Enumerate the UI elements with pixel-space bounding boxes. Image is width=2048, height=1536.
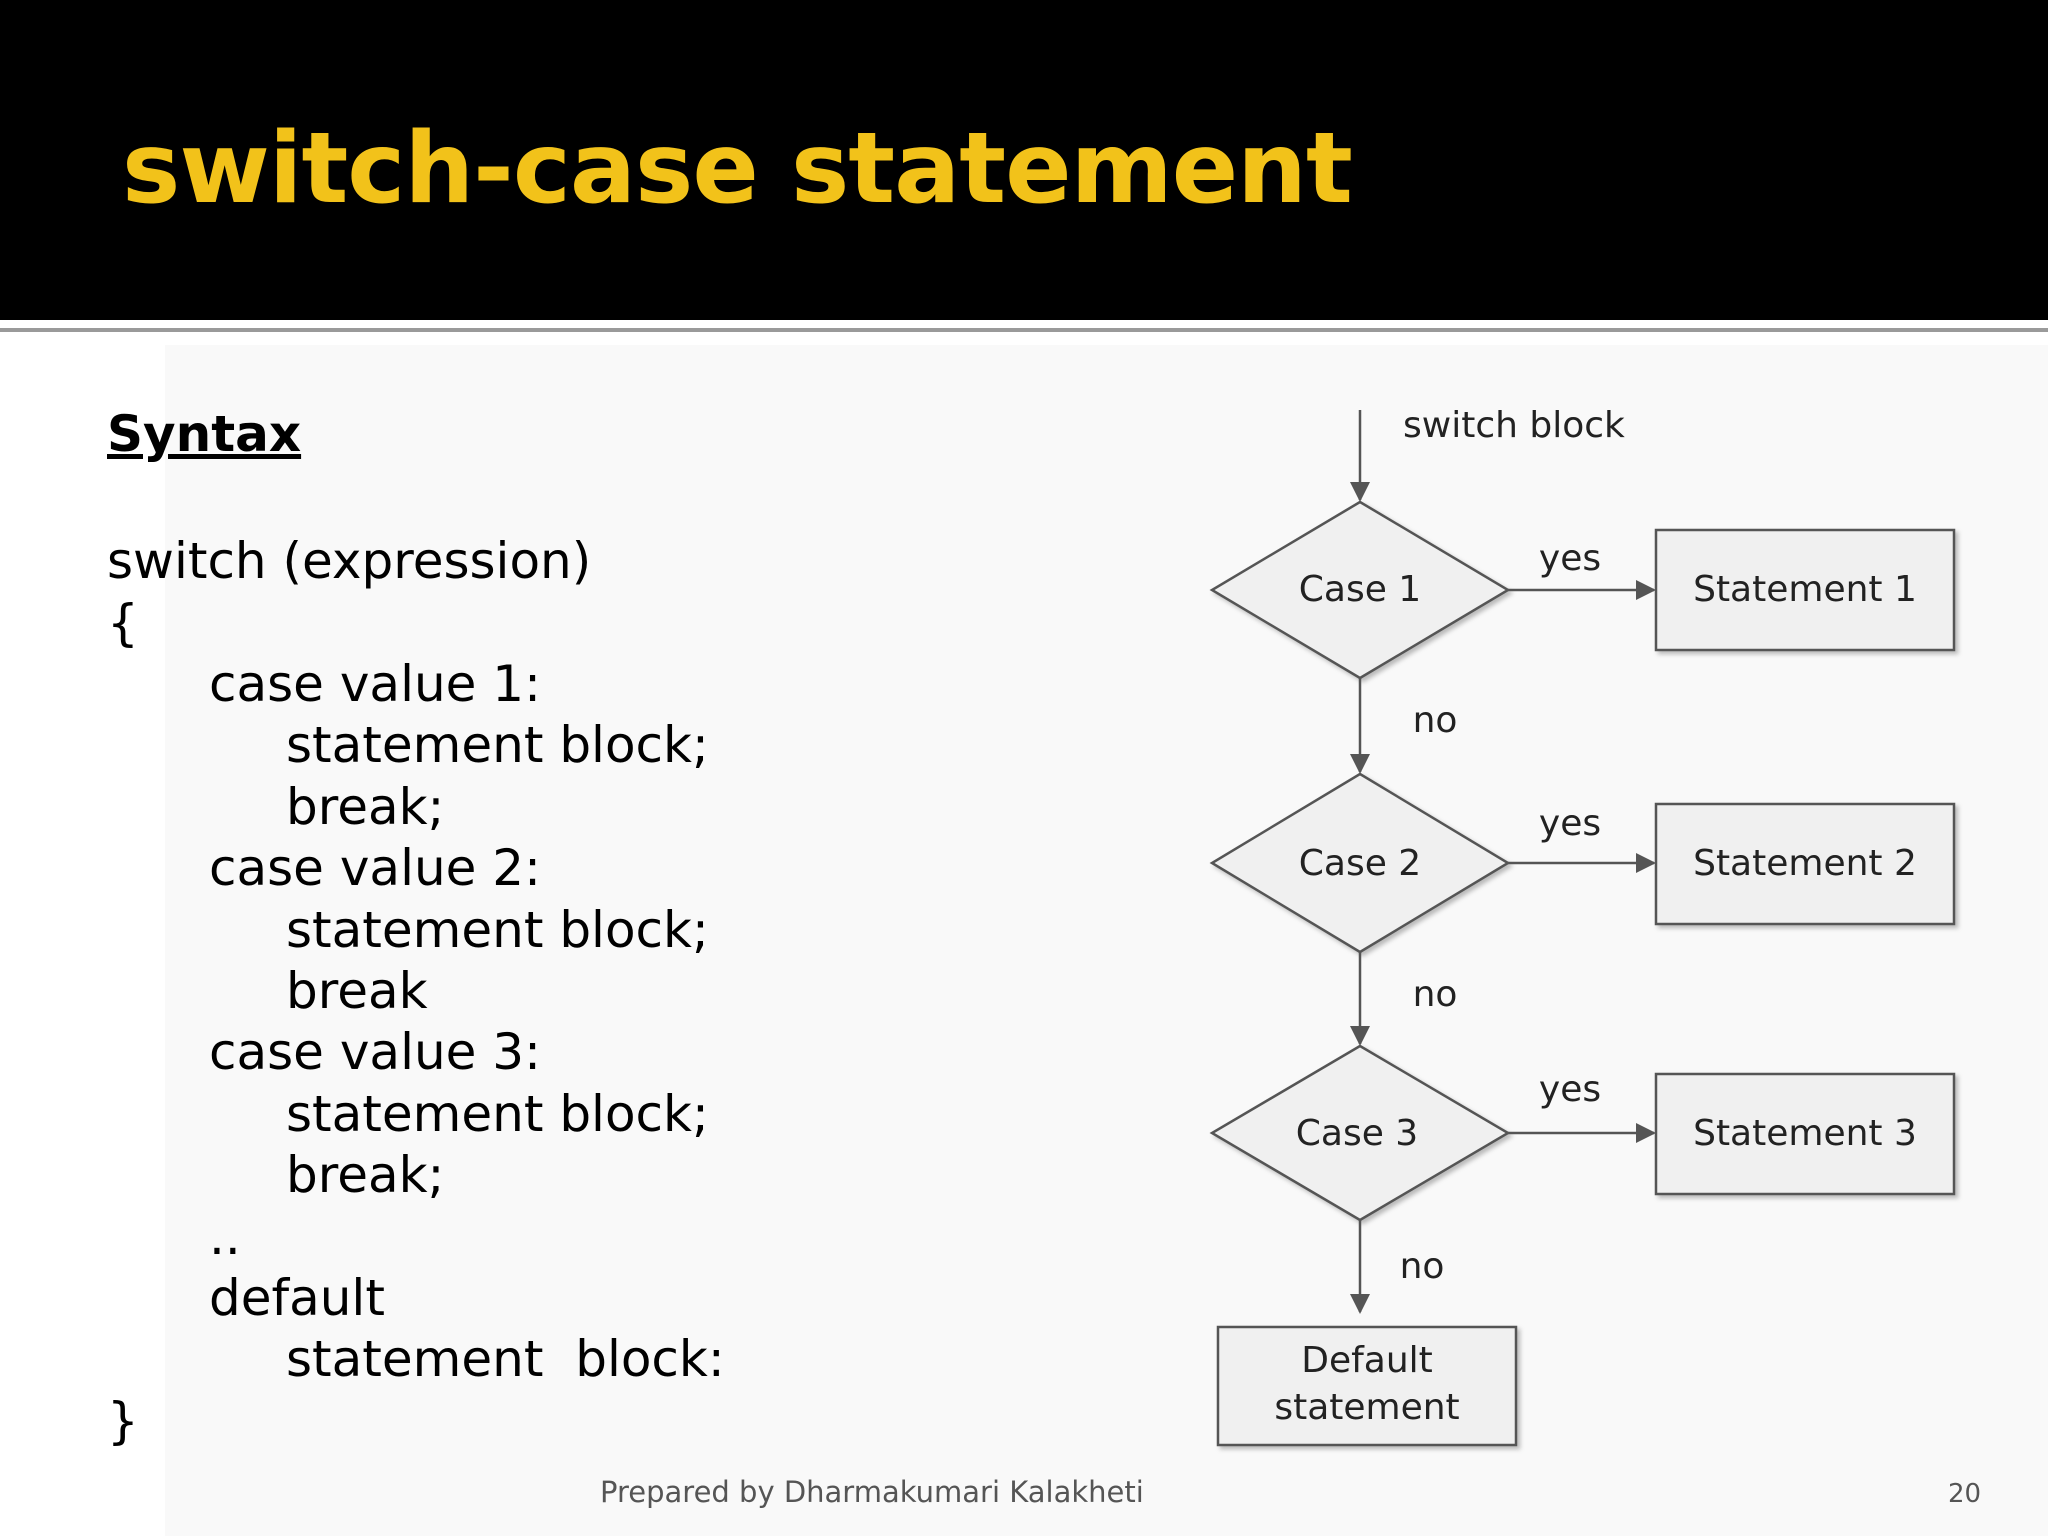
statement-1-box	[1654, 528, 1956, 652]
default-box-line1: Default	[1301, 1340, 1433, 1381]
code-line-case3-break: break;	[286, 1146, 445, 1204]
code-line-switch: switch (expression)	[107, 532, 592, 590]
code-line-open-brace: {	[107, 594, 139, 652]
case-3-no-label: no	[1400, 1246, 1445, 1287]
code-line-ellipsis: ..	[209, 1208, 241, 1266]
title-rule-gray	[0, 328, 2048, 332]
code-line-case2-statement: statement block;	[286, 901, 709, 959]
code-line-default-statement: statement block:	[286, 1330, 725, 1388]
code-line-case2-break: break	[286, 962, 428, 1020]
case-3-group: Case 3 yes Statement 3 no	[1209, 1044, 1956, 1314]
switch-flowchart: switch block Case 1 yes Statement 1 no C…	[1209, 405, 1956, 1447]
footer-credit: Prepared by Dharmakumari Kalakheti	[600, 1475, 1144, 1509]
case-3-label: Case 3	[1296, 1113, 1418, 1154]
code-line-case1: case value 1:	[209, 655, 541, 713]
default-box-line2: statement	[1274, 1387, 1459, 1428]
code-line-case1-statement: statement block;	[286, 716, 709, 774]
case-2-group: Case 2 yes Statement 2 no	[1209, 772, 1956, 1046]
case-1-label: Case 1	[1299, 569, 1421, 610]
statement-3-label: Statement 3	[1693, 1113, 1917, 1154]
case-2-label: Case 2	[1299, 843, 1421, 884]
case-1-yes-label: yes	[1539, 538, 1601, 579]
code-line-default: default	[209, 1269, 385, 1327]
case-1-no-label: no	[1413, 700, 1458, 741]
statement-2-box	[1654, 802, 1956, 926]
code-line-case2: case value 2:	[209, 839, 541, 897]
code-line-case1-break: break;	[286, 778, 445, 836]
case-3-yes-label: yes	[1539, 1069, 1601, 1110]
case-2-no-label: no	[1413, 974, 1458, 1015]
code-line-case3: case value 3:	[209, 1023, 541, 1081]
case-1-group: Case 1 yes Statement 1 no	[1209, 500, 1956, 774]
statement-2-label: Statement 2	[1693, 843, 1917, 884]
statement-3-box	[1654, 1072, 1956, 1196]
page-number: 20	[1948, 1479, 1982, 1509]
title-bar: switch-case statement	[0, 0, 2048, 320]
code-line-close-brace: }	[107, 1392, 139, 1450]
statement-1-label: Statement 1	[1693, 569, 1917, 610]
syntax-heading: Syntax	[107, 405, 302, 463]
default-statement-box	[1216, 1325, 1518, 1447]
case-2-yes-label: yes	[1539, 803, 1601, 844]
title-rule-white	[0, 320, 2048, 328]
default-group: Default statement	[1216, 1325, 1518, 1447]
code-line-case3-statement: statement block;	[286, 1085, 709, 1143]
entry-label: switch block	[1403, 405, 1625, 446]
slide-title: switch-case statement	[122, 112, 1353, 226]
